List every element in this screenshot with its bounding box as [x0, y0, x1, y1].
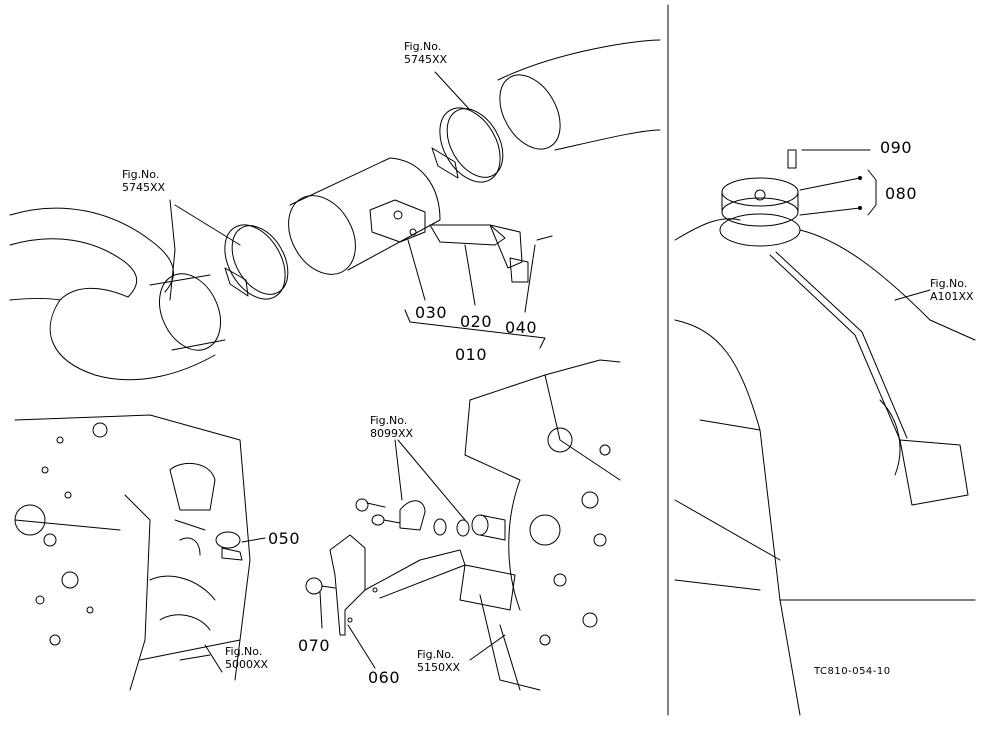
- part-label-060: 060: [368, 668, 401, 687]
- part-label-030: 030: [415, 303, 448, 322]
- part-label-090: 090: [880, 138, 913, 157]
- figure-ref-caption: Fig.No.: [930, 277, 968, 290]
- upper-leaders: [170, 72, 545, 348]
- figure-ref-number: 5745XX: [404, 53, 448, 66]
- figure-ref-number: 5745XX: [122, 181, 166, 194]
- drawing-code: TC810-054-10: [814, 666, 891, 677]
- figure-ref-5000xx: Fig.No. 5000XX: [225, 645, 268, 671]
- part-label-010: 010: [455, 345, 488, 364]
- lower-middle-assembly: [306, 360, 620, 690]
- right-assembly: [675, 150, 975, 715]
- lower-left-assembly: [15, 415, 250, 690]
- figure-ref-caption: Fig.No.: [225, 645, 263, 658]
- figure-ref-number: 5150XX: [417, 661, 461, 674]
- figure-ref-caption: Fig.No.: [404, 40, 442, 53]
- part-label-040: 040: [505, 318, 538, 337]
- part-label-070: 070: [298, 636, 331, 655]
- figure-ref-number: A101XX: [930, 290, 974, 303]
- figure-ref-8099xx: Fig.No. 8099XX: [370, 414, 413, 440]
- figure-ref-5150xx: Fig.No. 5150XX: [417, 648, 460, 674]
- figure-ref-caption: Fig.No.: [417, 648, 455, 661]
- figure-ref-a101xx: Fig.No. A101XX: [930, 277, 974, 303]
- figure-ref-caption: Fig.No.: [122, 168, 160, 181]
- figure-ref-5745xx-top: Fig.No. 5745XX: [404, 40, 447, 66]
- lower-left-leaders: [205, 538, 265, 672]
- figure-ref-5745xx-left: Fig.No. 5745XX: [122, 168, 165, 194]
- figure-ref-number: 8099XX: [370, 427, 414, 440]
- right-leaders: [800, 150, 930, 300]
- lower-middle-leaders: [320, 440, 505, 668]
- part-label-050: 050: [268, 529, 301, 548]
- figure-ref-caption: Fig.No.: [370, 414, 408, 427]
- upper-assembly: [10, 40, 660, 380]
- part-label-080: 080: [885, 184, 918, 203]
- figure-ref-number: 5000XX: [225, 658, 269, 671]
- part-label-020: 020: [460, 312, 493, 331]
